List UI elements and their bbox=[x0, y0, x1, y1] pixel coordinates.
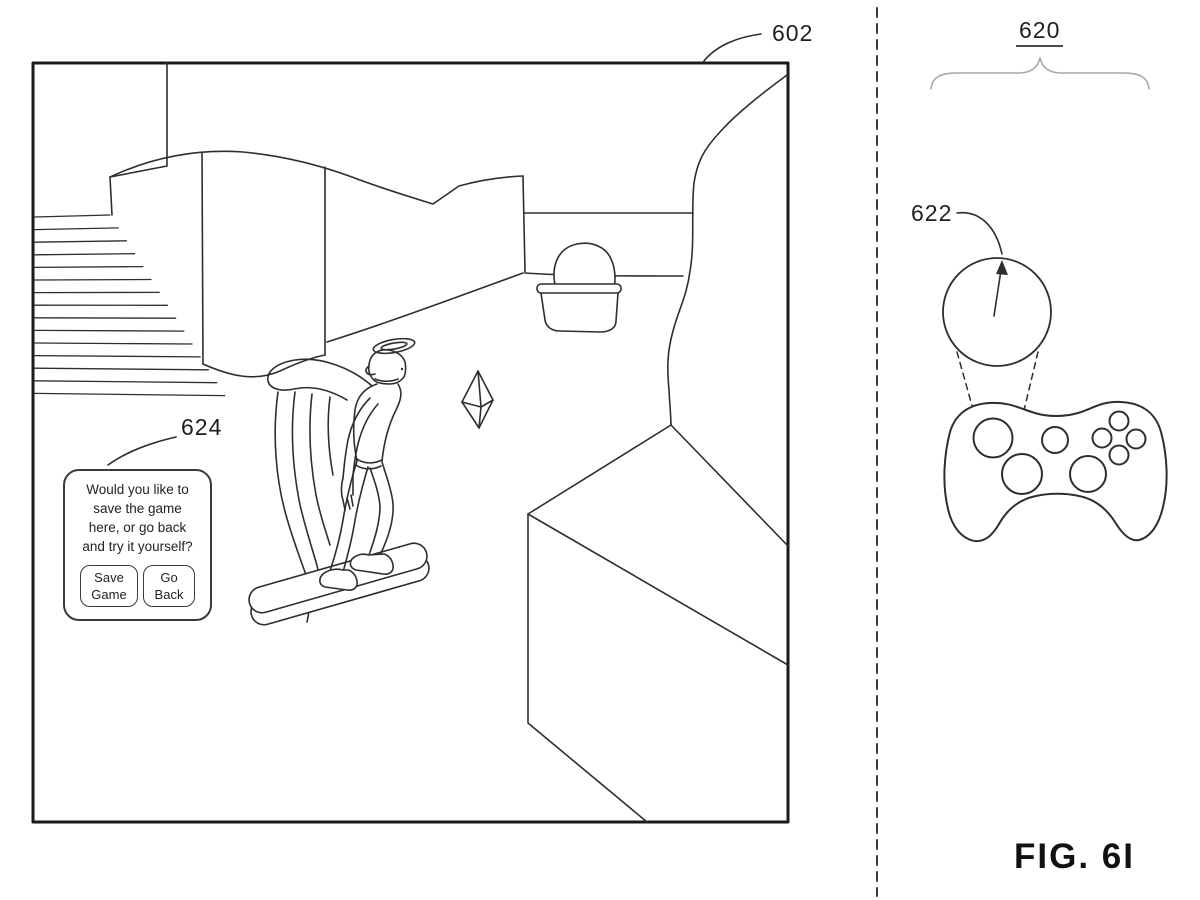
front-shoe bbox=[349, 553, 394, 575]
arm-outer bbox=[342, 397, 371, 479]
cape-strand-4 bbox=[327, 396, 334, 476]
face-button-bottom bbox=[1108, 444, 1130, 466]
up-arrow-icon bbox=[996, 260, 1008, 275]
gem bbox=[461, 370, 494, 429]
controller-body bbox=[943, 400, 1168, 543]
halo-icon bbox=[372, 337, 416, 355]
thumbstick-magnifier bbox=[942, 211, 1052, 428]
platform-front-edge bbox=[527, 513, 789, 666]
dialog-message-line: save the game bbox=[93, 501, 182, 516]
pot-dome bbox=[553, 242, 616, 290]
callout-624-leader bbox=[107, 436, 177, 466]
go-back-button: Go Back bbox=[143, 565, 195, 607]
plant-pot bbox=[536, 242, 622, 333]
game-controller bbox=[943, 400, 1168, 543]
dialog-buttons: Save Game Go Back bbox=[69, 565, 206, 607]
right-thumbstick bbox=[1069, 455, 1107, 493]
platform-top-edge bbox=[670, 424, 789, 547]
magnifier-circle bbox=[942, 257, 1052, 367]
halo-outer bbox=[372, 337, 416, 355]
ramp-ridge bbox=[109, 150, 524, 205]
visor-line bbox=[374, 378, 399, 383]
face-profile bbox=[365, 365, 376, 376]
hand bbox=[340, 474, 354, 511]
save-game-button: Save Game bbox=[80, 565, 138, 607]
rock-formation bbox=[667, 74, 788, 426]
ear-dot bbox=[400, 367, 404, 371]
callout-602-leader bbox=[703, 33, 762, 62]
wall-corner-edge bbox=[109, 62, 168, 216]
front-leg-outer bbox=[380, 461, 394, 554]
callout-622-leader bbox=[956, 211, 1003, 255]
stairs bbox=[34, 214, 226, 397]
front-leg-inner bbox=[368, 467, 381, 556]
character bbox=[319, 337, 416, 591]
back-leg-outer bbox=[329, 460, 358, 572]
gem-facets bbox=[461, 370, 494, 429]
cape-strand-3 bbox=[309, 393, 331, 546]
callout-label-622: 622 bbox=[911, 200, 953, 226]
ledge-edge bbox=[326, 272, 524, 343]
callout-label-624: 624 bbox=[181, 414, 223, 440]
waistband bbox=[355, 458, 383, 470]
face-button-top bbox=[1108, 410, 1130, 432]
face-buttons bbox=[1091, 410, 1147, 466]
dialog-message-line: Would you like to bbox=[86, 482, 189, 497]
platform-left-edges bbox=[527, 424, 672, 823]
ledge-corner-edge bbox=[522, 175, 526, 273]
dialog-message-line: here, or go back bbox=[88, 520, 187, 535]
brace-620 bbox=[930, 57, 1150, 90]
halo-inner bbox=[380, 341, 408, 351]
save-dialog: Would you like to save the game here, or… bbox=[63, 469, 212, 621]
game-screen-frame bbox=[31, 61, 790, 824]
back-leg-inner bbox=[342, 466, 369, 573]
cape-band bbox=[267, 358, 373, 401]
wall-seam-left bbox=[201, 151, 204, 365]
dpad bbox=[1001, 453, 1043, 495]
figure-label: FIG. 6I bbox=[1014, 837, 1135, 876]
dialog-message-line: and try it yourself? bbox=[82, 539, 193, 554]
pot-rim bbox=[536, 283, 622, 294]
arm-inner bbox=[352, 403, 379, 476]
back-shoe bbox=[319, 568, 358, 591]
platform-box bbox=[527, 424, 789, 823]
left-thumbstick bbox=[972, 417, 1014, 459]
pot-body bbox=[540, 292, 619, 333]
magnifier-dashed-lines bbox=[956, 351, 1039, 428]
torso-front bbox=[352, 383, 378, 462]
guide-button bbox=[1041, 426, 1069, 454]
face-button-left bbox=[1091, 427, 1113, 449]
left-wall bbox=[109, 62, 526, 378]
up-arrow-shaft bbox=[993, 269, 1002, 317]
dialog-message: Would you like to save the game here, or… bbox=[69, 480, 206, 556]
callout-label-602: 602 bbox=[772, 20, 814, 46]
face-button-right bbox=[1125, 428, 1147, 450]
torso-back bbox=[381, 383, 402, 462]
callout-label-620: 620 bbox=[1016, 19, 1064, 47]
